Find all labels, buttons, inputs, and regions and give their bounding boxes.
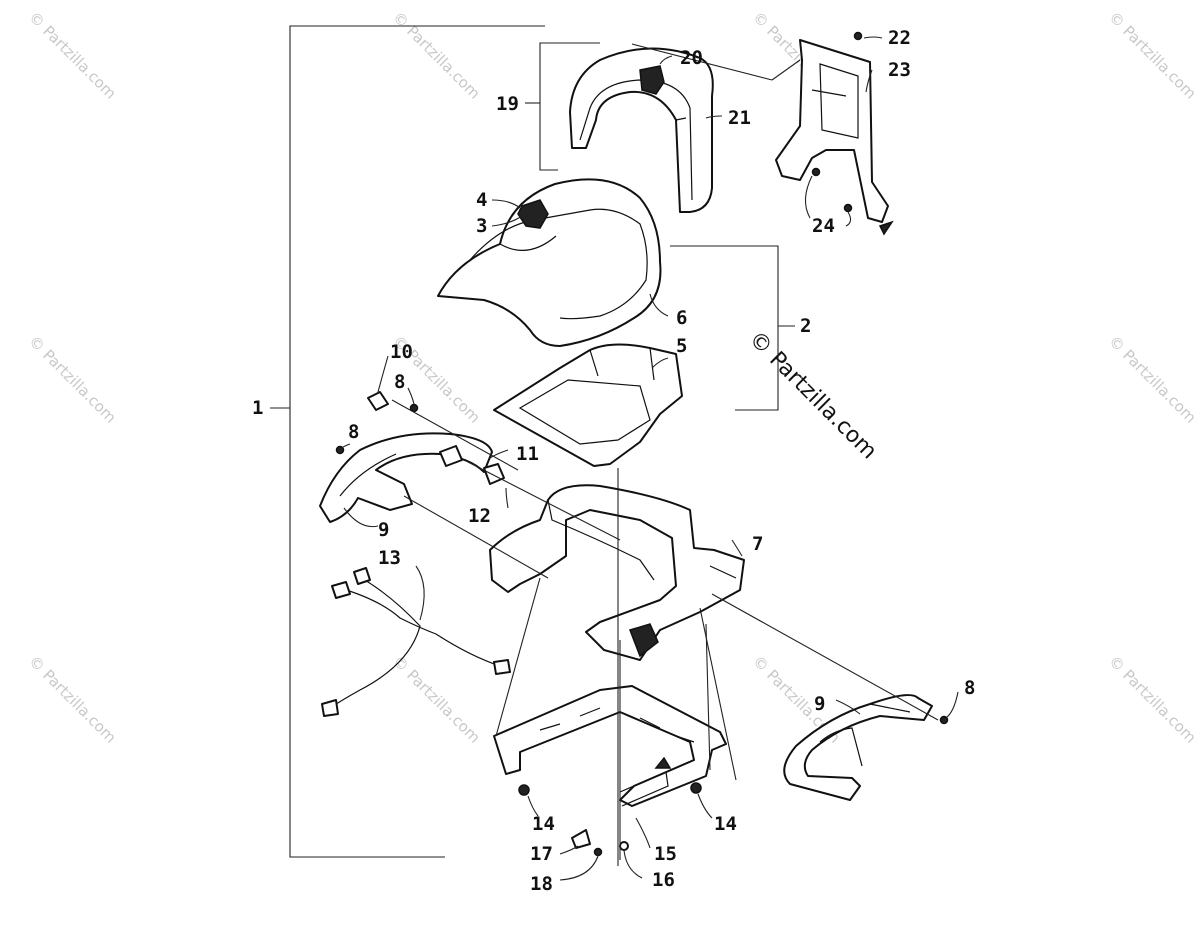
backrest-bracket (775, 39, 889, 223)
watermark: © Partzilla.com (1105, 332, 1200, 427)
callout-5: 5 (676, 335, 687, 357)
watermark: © Partzilla.com (1105, 652, 1200, 747)
callout-10: 10 (390, 341, 413, 363)
callout-13: 13 (378, 547, 401, 569)
left-grab-handle (319, 432, 493, 523)
callout-18: 18 (530, 873, 553, 895)
callout-2: 2 (800, 315, 811, 337)
callouts: 1 2 3 4 5 6 7 8 8 8 9 9 10 11 12 13 14 1… (252, 27, 975, 895)
callout-21: 21 (728, 107, 751, 129)
leader-lines (341, 36, 959, 881)
watermark: © Partzilla.com (25, 652, 120, 747)
watermark: © Partzilla.com (389, 8, 484, 103)
bracket-assembly-19 (539, 42, 600, 171)
watermark: © Partzilla.com (1105, 8, 1200, 103)
callout-16: 16 (652, 869, 675, 891)
callout-20: 20 (680, 47, 703, 69)
callout-6: 6 (676, 307, 687, 329)
callout-15: 15 (654, 843, 677, 865)
handle-clips (367, 391, 505, 485)
callout-11: 11 (516, 443, 539, 465)
callout-14-left: 14 (532, 813, 555, 835)
seat-cushion (437, 178, 662, 347)
backrest-emblem (639, 65, 665, 95)
callout-8-upper: 8 (394, 371, 405, 393)
backrest-pad (569, 47, 714, 213)
callout-24: 24 (812, 215, 835, 237)
callout-14-right: 14 (714, 813, 737, 835)
callout-12: 12 (468, 505, 491, 527)
callout-19: 19 (496, 93, 519, 115)
center-watermark: © Partzilla.com (744, 327, 882, 465)
watermark: © Partzilla.com (25, 332, 120, 427)
callout-8-right: 8 (964, 677, 975, 699)
bracket-assembly-1 (289, 25, 545, 858)
watermark: © Partzilla.com (389, 652, 484, 747)
callout-22: 22 (888, 27, 911, 49)
callout-3: 3 (476, 215, 487, 237)
right-grab-handle (783, 694, 933, 801)
callout-9-left: 9 (378, 519, 389, 541)
bracket-assembly-2 (670, 245, 779, 411)
callout-23: 23 (888, 59, 911, 81)
assembly-brackets (270, 25, 795, 858)
callout-8-left: 8 (348, 421, 359, 443)
callout-9-right: 9 (814, 693, 825, 715)
callout-7: 7 (752, 533, 763, 555)
seat-emblem (517, 199, 549, 229)
seat-frame (489, 484, 745, 661)
callout-17: 17 (530, 843, 553, 865)
seat-base (493, 343, 683, 467)
watermark: © Partzilla.com (25, 8, 120, 103)
callout-1: 1 (252, 397, 263, 419)
fasteners (335, 31, 949, 857)
callout-4: 4 (476, 189, 487, 211)
wiring-harness (321, 567, 511, 717)
